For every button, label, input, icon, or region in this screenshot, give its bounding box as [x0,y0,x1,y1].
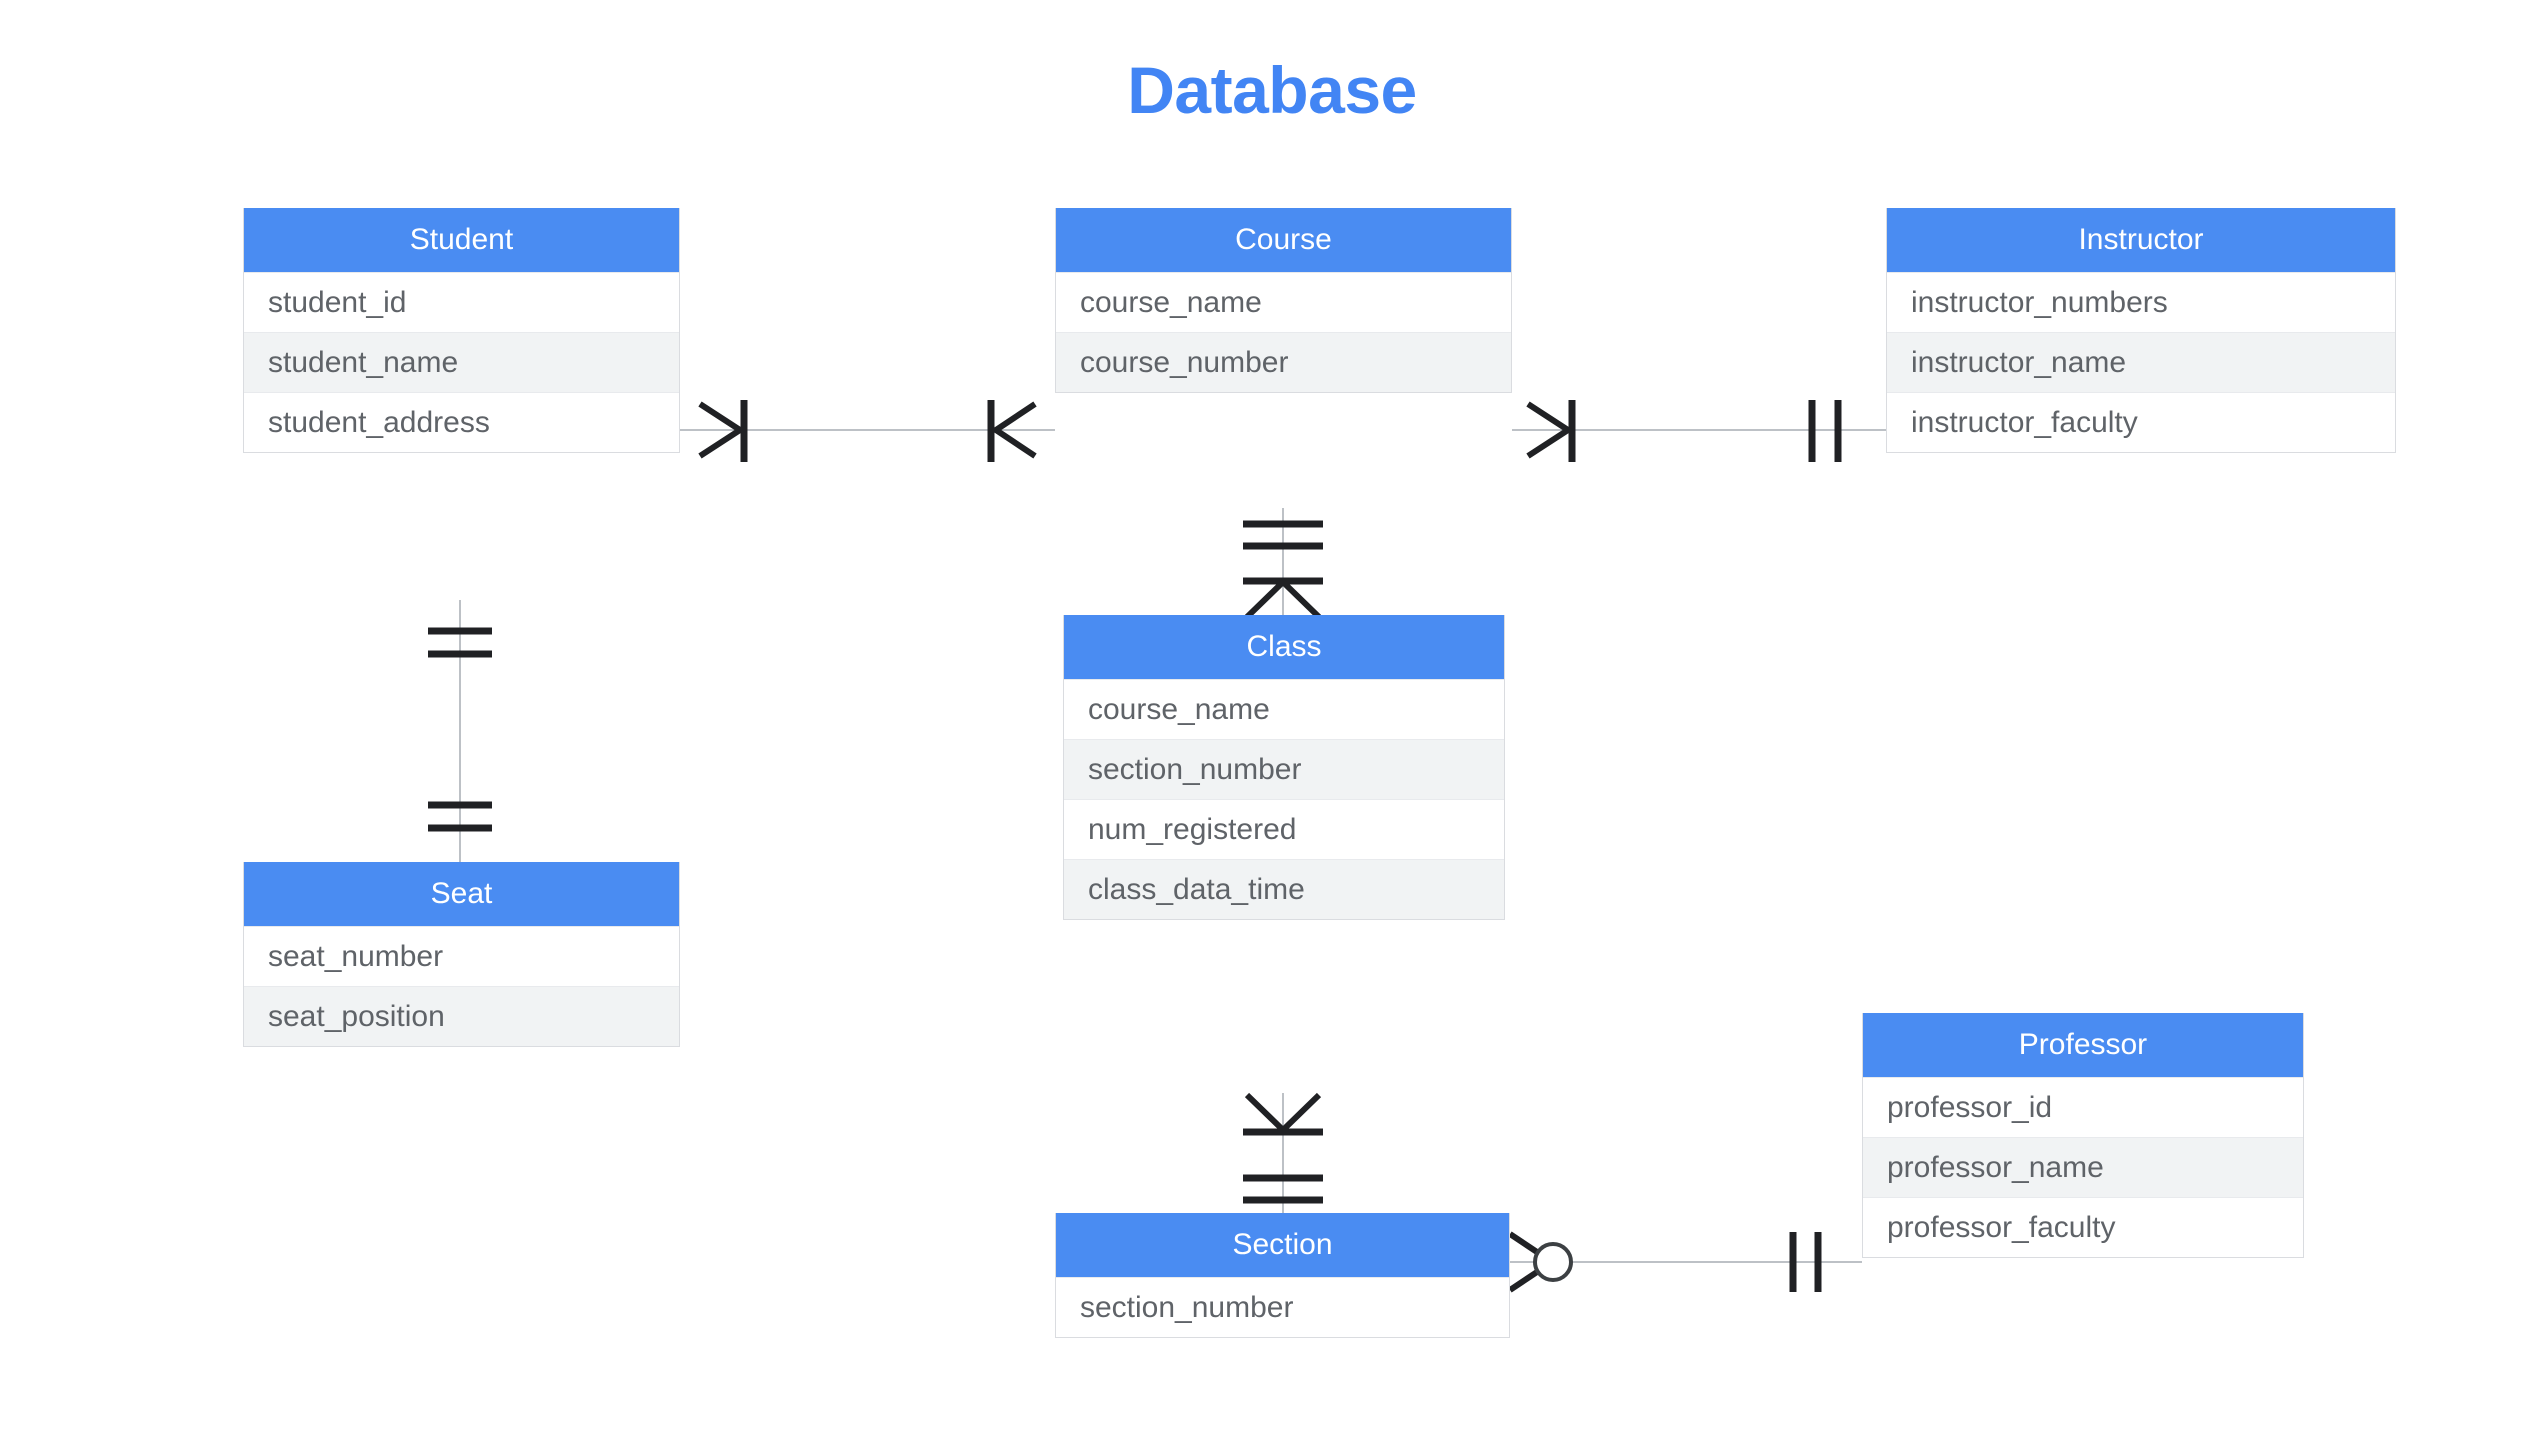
entity-header-course: Course [1056,208,1511,272]
entity-student[interactable]: Student student_id student_name student_… [243,208,680,453]
relationship-section-professor [1508,1231,1862,1293]
field-row: section_number [1056,1277,1509,1337]
entity-header-professor: Professor [1863,1013,2303,1077]
entity-course[interactable]: Course course_name course_number [1055,208,1512,393]
relationship-student-seat [428,600,492,862]
field-row: professor_name [1863,1137,2303,1197]
entity-professor[interactable]: Professor professor_id professor_name pr… [1862,1013,2304,1258]
field-row: seat_position [244,986,679,1046]
field-row: num_registered [1064,799,1504,859]
page-title: Database [1127,53,1417,127]
field-row: professor_id [1863,1077,2303,1137]
relationship-student-course [679,400,1055,462]
field-row: instructor_numbers [1887,272,2395,332]
entity-header-student: Student [244,208,679,272]
entity-instructor[interactable]: Instructor instructor_numbers instructor… [1886,208,2396,453]
field-row: instructor_name [1887,332,2395,392]
field-row: student_address [244,392,679,452]
field-row: student_name [244,332,679,392]
entity-seat[interactable]: Seat seat_number seat_position [243,862,680,1047]
entity-header-seat: Seat [244,862,679,926]
field-row: student_id [244,272,679,332]
field-row: seat_number [244,926,679,986]
field-row: course_name [1064,679,1504,739]
relationship-course-instructor [1512,400,1886,462]
entity-class[interactable]: Class course_name section_number num_reg… [1063,615,1505,920]
entity-header-class: Class [1064,615,1504,679]
field-row: professor_faculty [1863,1197,2303,1257]
field-row: class_data_time [1064,859,1504,919]
entity-section[interactable]: Section section_number [1055,1213,1510,1338]
field-row: course_name [1056,272,1511,332]
relationship-course-class [1243,508,1323,620]
relationship-class-section [1243,1092,1323,1213]
entity-header-section: Section [1056,1213,1509,1277]
field-row: section_number [1064,739,1504,799]
entity-header-instructor: Instructor [1887,208,2395,272]
field-row: instructor_faculty [1887,392,2395,452]
field-row: course_number [1056,332,1511,392]
